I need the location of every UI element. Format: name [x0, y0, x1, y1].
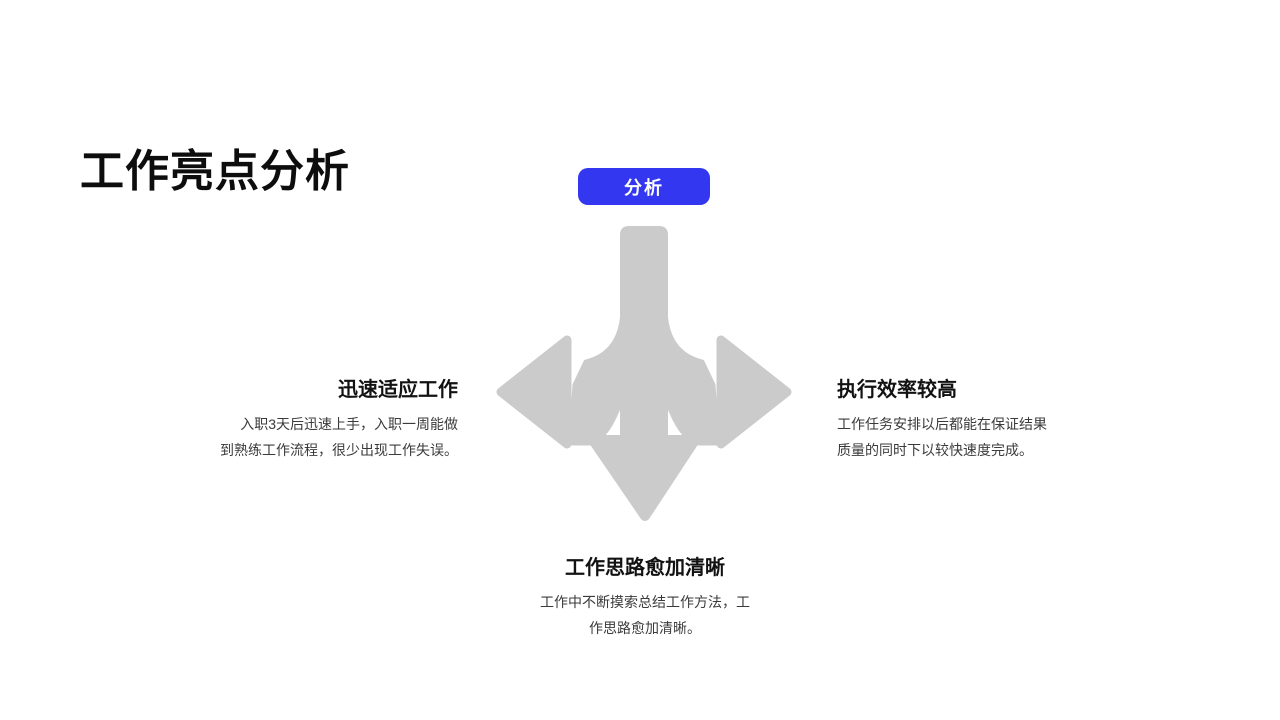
card-right-body: 工作任务安排以后都能在保证结果 质量的同时下以较快速度完成。 — [837, 411, 1087, 463]
card-bottom-body-line1: 工作中不断摸索总结工作方法，工 — [540, 594, 750, 610]
three-way-split-arrow-icon — [494, 225, 794, 525]
arrowhead-right — [716, 335, 792, 449]
card-bottom-body-line2: 作思路愈加清晰。 — [589, 620, 701, 636]
card-left-body-line2: 到熟练工作流程，很少出现工作失误。 — [220, 442, 458, 458]
arrow-branch-left — [568, 280, 626, 446]
card-bottom: 工作思路愈加清晰 工作中不断摸索总结工作方法，工 作思路愈加清晰。 — [480, 556, 810, 641]
analysis-badge-label: 分析 — [624, 177, 664, 198]
analysis-badge: 分析 — [578, 168, 710, 205]
arrow-stem — [620, 226, 668, 445]
card-left-body: 入职3天后迅速上手，入职一周能做 到熟练工作流程，很少出现工作失误。 — [208, 411, 458, 463]
card-right-body-line1: 工作任务安排以后都能在保证结果 — [837, 416, 1047, 432]
card-left: 迅速适应工作 入职3天后迅速上手，入职一周能做 到熟练工作流程，很少出现工作失误… — [208, 378, 458, 463]
card-left-heading: 迅速适应工作 — [338, 379, 458, 401]
arrowhead-left — [496, 335, 572, 449]
card-right: 执行效率较高 工作任务安排以后都能在保证结果 质量的同时下以较快速度完成。 — [837, 378, 1087, 463]
card-right-body-line2: 质量的同时下以较快速度完成。 — [837, 442, 1033, 458]
card-bottom-heading: 工作思路愈加清晰 — [565, 557, 725, 579]
card-left-body-line1: 入职3天后迅速上手，入职一周能做 — [240, 416, 458, 432]
arrowhead-down — [588, 435, 700, 521]
card-bottom-body: 工作中不断摸索总结工作方法，工 作思路愈加清晰。 — [480, 589, 810, 641]
page-title: 工作亮点分析 — [80, 147, 350, 197]
card-right-heading: 执行效率较高 — [837, 379, 957, 401]
arrow-branch-right — [662, 280, 720, 446]
